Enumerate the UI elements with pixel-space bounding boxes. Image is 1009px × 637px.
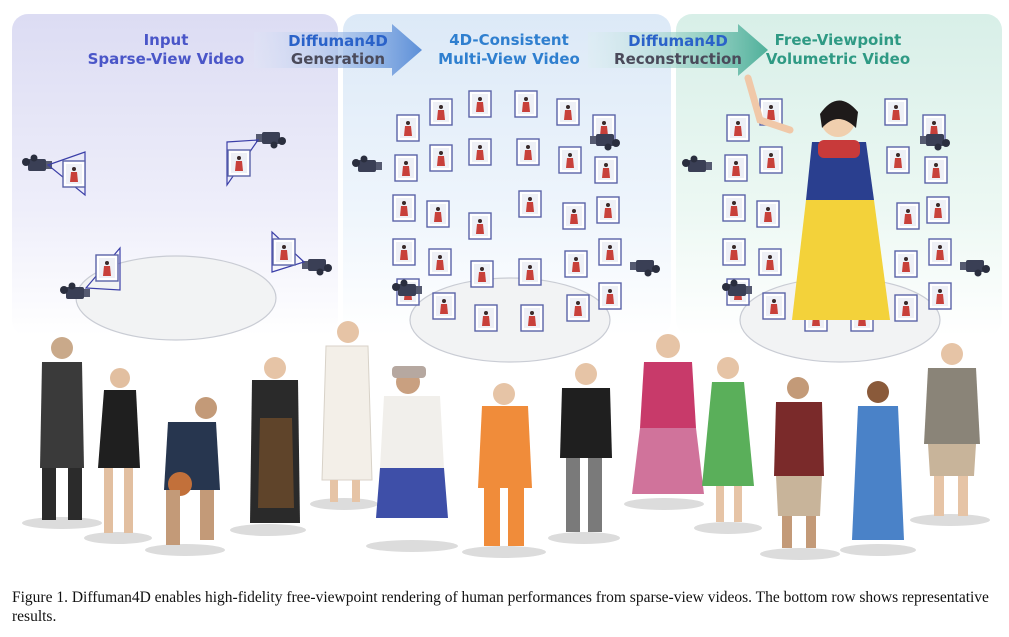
person-figure: [840, 381, 916, 556]
figure-caption: Figure 1. Diffuman4D enables high-fideli…: [12, 589, 989, 625]
camera-rig-3: [60, 246, 121, 299]
arrow-step-label: Generation: [290, 50, 386, 68]
stage-ellipse: [409, 277, 611, 363]
arrow-shape: [254, 24, 422, 76]
input-label: Input Sparse-View Video: [80, 31, 252, 69]
label-line2: Volumetric Video: [765, 50, 911, 68]
camera-rig-1: [22, 151, 86, 197]
generation-arrow: Diffuman4D Generation: [254, 24, 422, 76]
person-figure: [310, 321, 378, 510]
person-figure: [624, 334, 704, 510]
camera-rig-2: [226, 132, 286, 187]
arrow-brand-label: Diffuman4D: [628, 32, 728, 50]
camera-rig-4: [271, 230, 332, 276]
person-figure: [145, 397, 225, 556]
label-line1: Free-Viewpoint: [774, 31, 902, 49]
volumetric-label: Free-Viewpoint Volumetric Video: [752, 31, 924, 69]
pipeline-scene: [22, 74, 990, 363]
person-figure: [84, 368, 152, 544]
person-figure: [366, 366, 458, 552]
reconstructed-subject: [744, 74, 890, 320]
person-figure: [230, 357, 306, 536]
multiview-label: 4D-Consistent Multi-View Video: [420, 31, 598, 69]
results-row: [22, 321, 990, 560]
reconstruction-arrow: Diffuman4D Reconstruction: [588, 24, 768, 76]
arrow-brand-label: Diffuman4D: [288, 32, 388, 50]
label-line2: Sparse-View Video: [87, 50, 245, 68]
person-figure: [694, 357, 762, 534]
arrow-shape: [588, 24, 768, 76]
label-line1: 4D-Consistent: [449, 31, 569, 49]
person-figure: [910, 343, 990, 526]
person-figure: [548, 363, 620, 544]
label-line1: Input: [143, 31, 189, 49]
person-figure: [760, 377, 840, 560]
figure: Diffuman4D Generation Diffuman4D Reconst…: [12, 14, 1002, 560]
label-line2: Multi-View Video: [438, 50, 580, 68]
person-figure: [22, 337, 102, 529]
arrow-step-label: Reconstruction: [614, 50, 742, 68]
person-figure: [462, 383, 546, 558]
